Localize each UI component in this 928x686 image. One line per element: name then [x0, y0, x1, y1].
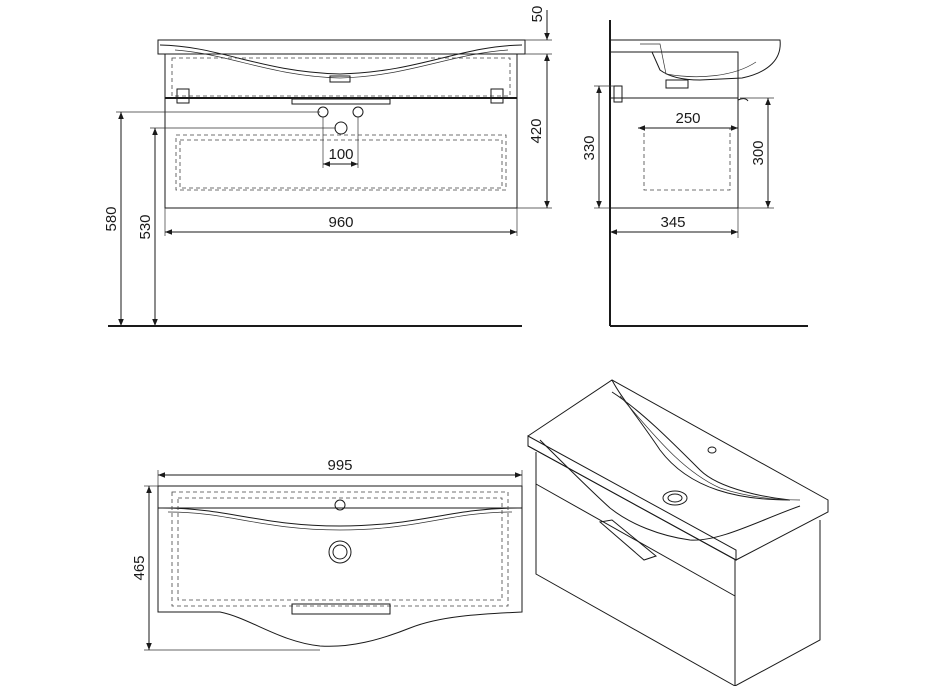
iso-cabinet-side [734, 520, 821, 686]
iso-drain [662, 490, 688, 506]
dim-height-330-label: 330 [581, 135, 598, 160]
dim-top-thickness-label: 50 [529, 6, 546, 23]
dim-top-depth-label: 465 [131, 555, 148, 580]
drain-outlet [329, 75, 351, 83]
iso-cabinet-front [535, 452, 736, 686]
iso-drawer-line [535, 483, 736, 597]
pipe-hole-right [352, 106, 364, 118]
dim-height-300-label: 300 [750, 140, 767, 165]
iso-tap-hole [707, 446, 717, 454]
top-handle [291, 603, 391, 615]
iso-handle [598, 519, 658, 561]
tap-hole [334, 499, 346, 511]
dim-top-width-label: 995 [327, 457, 352, 474]
top-bowl-curve [161, 507, 519, 527]
dim-width-label: 960 [328, 214, 353, 231]
iso-bowl-edge-back [611, 379, 791, 501]
dim-inner-depth-label: 250 [675, 110, 700, 127]
drawer-handle [291, 98, 391, 105]
iso-basin-top [527, 379, 829, 561]
top-view: 995 465 [131, 457, 523, 651]
cabinet-side [609, 51, 739, 209]
front-view: 100 960 50 420 580 530 [103, 6, 552, 327]
dim-tap-spacing-label: 100 [328, 146, 353, 163]
isometric-view [527, 379, 829, 686]
basin-profile [610, 39, 781, 81]
dim-cabinet-height-label: 420 [528, 118, 545, 143]
basin-bowl-curve [159, 44, 523, 75]
side-view: 250 345 330 300 [581, 20, 808, 327]
top-outline [157, 485, 523, 647]
drain-hole [334, 121, 348, 135]
dim-total-height-label: 580 [103, 206, 120, 231]
dim-depth-label: 345 [660, 214, 685, 231]
cabinet [164, 53, 518, 209]
top-drain-outer [328, 540, 352, 564]
top-drain-inner [332, 544, 348, 560]
dim-lower-height-label: 530 [137, 214, 154, 239]
